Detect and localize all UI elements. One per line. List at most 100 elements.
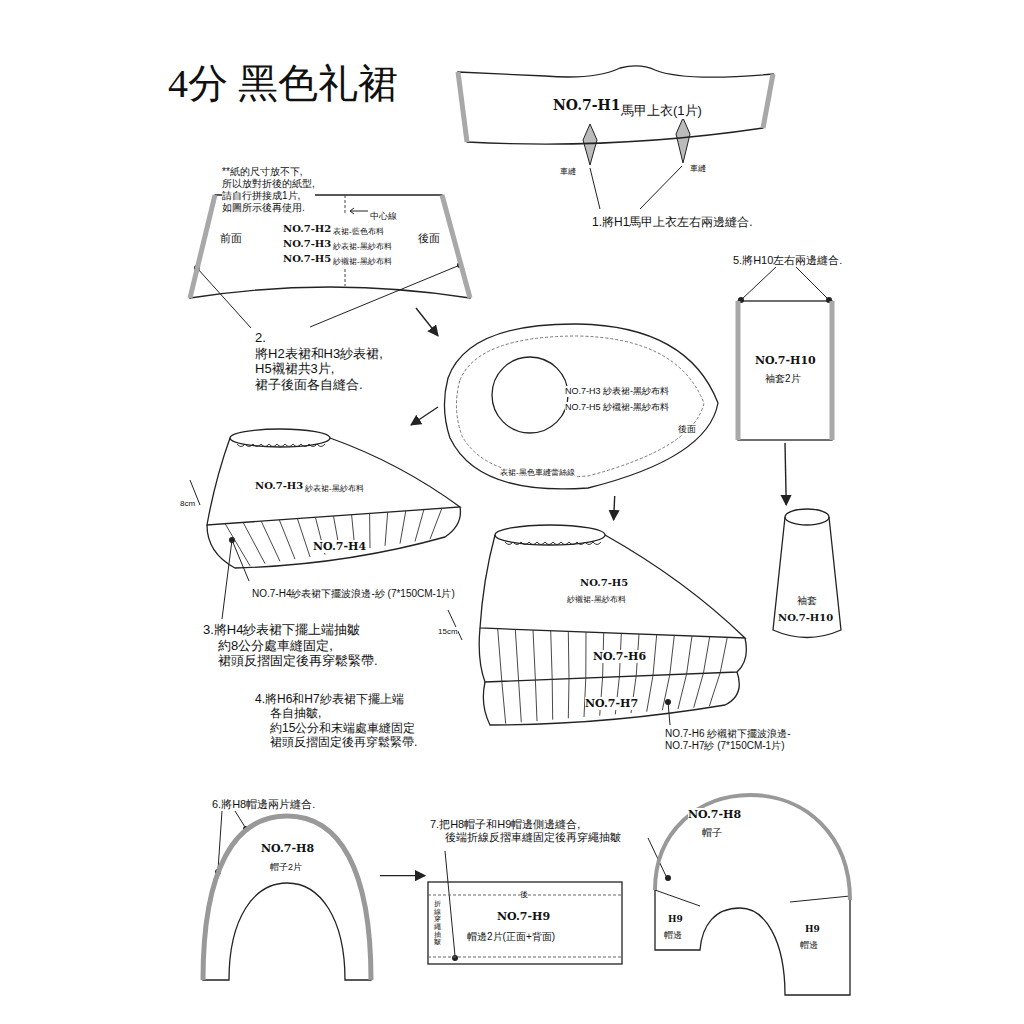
piece-outline — [345, 195, 346, 286]
piece-outline — [640, 790, 855, 1000]
part-name: 帽邊 — [800, 940, 818, 951]
piece-outline — [785, 509, 829, 525]
piece-outline — [655, 795, 850, 995]
part-name: 紗表裙-黑紗布料 — [305, 484, 364, 494]
part-code: NO.7-H7 — [585, 697, 638, 710]
part-code: NO.7-H10 — [755, 354, 816, 367]
flow-arrow — [380, 875, 425, 876]
part-code: NO.7-H8 — [261, 842, 314, 855]
instruction-text: 5.將H10左右兩邊縫合. — [733, 254, 842, 267]
part-code: NO.7-H5 — [580, 577, 628, 589]
leader-line — [590, 168, 600, 209]
piece-outline — [237, 444, 325, 447]
instruction-text: 3.將H4紗表裙下擺上端抽皺 約8公分處車縫固定, 裙頭反摺固定後再穿鬆緊帶. — [203, 622, 378, 669]
part-name: 紗襯裙-黑紗布料 — [333, 257, 392, 267]
piece-outline — [207, 438, 460, 525]
skirt-figure: NO.7-H5紗襯裙-黑紗布料NO.7-H6NO.7-H7 — [455, 520, 760, 738]
leader-line — [197, 268, 251, 328]
flow-arrow — [411, 407, 438, 425]
part-code: NO.7-H5 — [283, 253, 331, 265]
part-label: NO.7-H6 紗襯裙下擺波浪邊- NO.7-H7紗 (7*150CM-1片) — [665, 728, 805, 752]
piece-outline — [480, 535, 745, 638]
flow-arrow — [416, 308, 438, 336]
part-code: NO.7-H8 — [688, 808, 741, 821]
part-name: NO.7-H3 紗表裙-黑紗布料 — [565, 386, 669, 397]
part-code: NO.7-H2 — [283, 223, 331, 235]
part-name: 折線穿繩抽皺 — [434, 900, 441, 946]
piece-outline — [655, 795, 850, 900]
leader-dot — [194, 262, 832, 961]
part-name: 紗襯裙-黑紗布料 — [567, 595, 626, 605]
part-name: 表裙-黑色車縫蕾絲線 — [500, 468, 575, 478]
piece-outline — [350, 208, 368, 214]
piece-outline — [195, 808, 380, 986]
instruction-text: 4.將H6和H7紗表裙下擺上端 各自抽皺,約15公分和末端處車縫固定 裙頭反摺固… — [255, 692, 417, 750]
piece-outline — [428, 895, 622, 957]
pattern-piece: NO.7-H1馬甲上衣(1片) — [455, 66, 777, 150]
pattern-piece: NO.7-H3 紗表裙-黑紗布料 NO.7-H5 紗襯裙-黑紗布料後面表裙-黑色車… — [438, 318, 723, 496]
pattern-piece: NO.7-H10袖套2片 — [735, 298, 835, 443]
part-name: 後面 — [418, 232, 440, 245]
leader-line — [445, 851, 455, 956]
title: 4分 黑色礼裙 — [168, 60, 398, 108]
piece-outline — [505, 542, 601, 545]
piece-outline — [655, 890, 850, 906]
piece-outline — [190, 195, 215, 298]
leader-line — [310, 265, 460, 327]
leader-line — [795, 266, 829, 300]
part-name: 帽子2片 — [270, 862, 302, 873]
leader-line — [190, 166, 829, 956]
leader-dot — [229, 537, 235, 543]
dimension: 8cm — [180, 499, 195, 509]
piece-outline — [498, 629, 728, 682]
piece-outline — [495, 525, 605, 545]
instruction-text: 6.將H8帽邊兩片縫合. — [212, 798, 315, 811]
flow-arrow — [785, 443, 786, 505]
part-code: NO.7-H1 — [553, 97, 621, 114]
part-name: 帽子 — [702, 827, 722, 839]
piece-outline — [203, 816, 371, 980]
hat-figure: NO.7-H8帽子H9帽邊H9帽邊 — [640, 790, 855, 1000]
part-code: NO.7-H10 — [778, 612, 833, 624]
part-name: 後面 — [678, 424, 696, 435]
leader-dot — [452, 955, 458, 961]
part-code: H9 — [668, 914, 683, 925]
piece-outline — [773, 517, 841, 638]
part-name: 後 — [520, 890, 528, 900]
piece-outline — [735, 298, 835, 443]
part-name: 中心線 — [370, 211, 397, 222]
part-name: 表裙-藍色布料 — [333, 227, 384, 237]
piece-outline — [483, 672, 739, 725]
leader-line — [741, 266, 777, 300]
piece-outline — [195, 425, 465, 580]
piece-outline — [207, 507, 460, 568]
note-text: **紙的尺寸放不下,所以放對折後的紙型, 請自行拼接成1片,如圖所示後再使用. — [222, 166, 315, 214]
part-code: NO.7-H3 — [283, 238, 331, 250]
part-name: 袖套 — [797, 595, 817, 607]
piece-outline — [738, 301, 832, 440]
piece-outline — [203, 816, 371, 980]
pattern-piece: 後折線穿繩抽皺NO.7-H9帽邊2片(正面+背面) — [425, 862, 625, 967]
part-name: NO.7-H5 紗襯裙-黑紗布料 — [565, 402, 669, 413]
skirt-figure: NO.7-H3紗表裙-黑紗布料NO.7-H4 — [195, 425, 465, 580]
piece-outline — [492, 357, 568, 433]
instruction-text: 7.把H8帽子和H9帽邊側邊縫合, 後端折線反摺車縫固定後再穿繩抽皺 — [430, 818, 621, 844]
part-code: H9 — [805, 924, 820, 935]
piece-outline — [479, 628, 746, 682]
piece-outline — [458, 66, 773, 144]
part-name: 馬甲上衣(1片) — [621, 103, 702, 119]
flow-arrow — [614, 496, 615, 520]
piece-outline — [502, 673, 720, 724]
piece-outline — [225, 508, 442, 566]
note-text: 車縫 — [690, 164, 706, 174]
dart — [676, 118, 690, 163]
piece-outline — [442, 195, 470, 298]
leader-dot — [665, 875, 671, 881]
leader-dot — [665, 699, 671, 705]
part-code: NO.7-H4 — [313, 540, 366, 553]
part-name: 紗表裙-黑紗布料 — [333, 242, 392, 252]
piece-outline — [738, 301, 832, 440]
piece-outline — [456, 336, 704, 477]
